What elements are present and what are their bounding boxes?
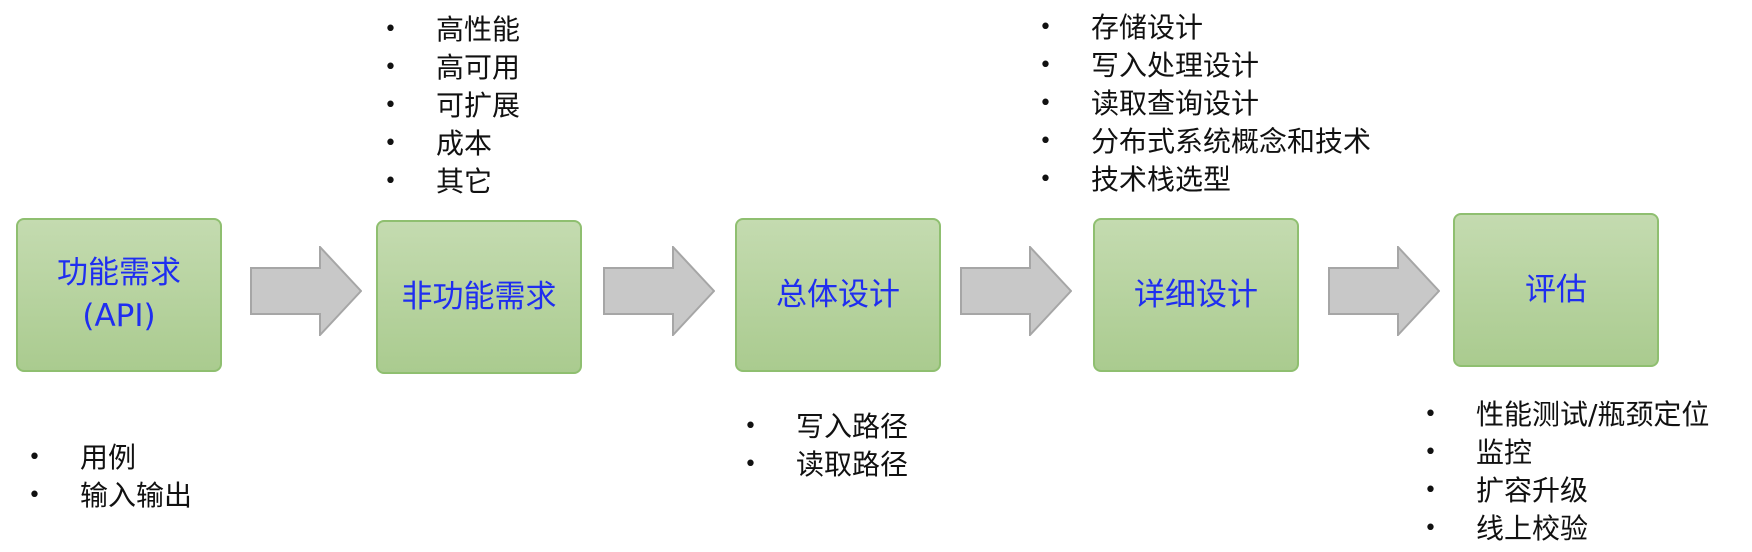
list-item: •读取路径 [742,446,908,484]
flow-arrow-3 [960,246,1072,336]
list-item: •高性能 [382,11,520,49]
stage-box-high-level-design: 总体设计 [735,218,941,372]
bullet-icon: • [1424,478,1437,503]
bullet-icon: • [28,483,41,508]
bullet-icon: • [1039,91,1052,116]
bullet-icon: • [1424,402,1437,427]
list-item: •成本 [382,125,520,163]
stage-box-non-functional-requirements: 非功能需求 [376,220,582,374]
notes-high-level-design: •写入路径 •读取路径 [742,408,908,484]
bullet-icon: • [1039,167,1052,192]
flow-arrow-4 [1328,246,1440,336]
list-item: •扩容升级 [1422,472,1709,510]
flow-arrow-1 [250,246,362,336]
bullet-icon: • [384,169,397,194]
list-item: •监控 [1422,434,1709,472]
list-item: •技术栈选型 [1037,161,1371,199]
bullet-icon: • [744,452,757,477]
list-item: •其它 [382,163,520,201]
stage-box-evaluation: 评估 [1453,213,1659,367]
list-item: •分布式系统概念和技术 [1037,123,1371,161]
stage-box-functional-requirements: 功能需求 (API) [16,218,222,372]
bullet-icon: • [744,414,757,439]
flow-arrow-2 [603,246,715,336]
bullet-icon: • [1039,15,1052,40]
bullet-icon: • [1039,129,1052,154]
bullet-icon: • [1424,516,1437,541]
list-item: •用例 [26,439,192,477]
bullet-icon: • [384,55,397,80]
list-item: •写入路径 [742,408,908,446]
notes-functional-requirements: •用例 •输入输出 [26,439,192,515]
notes-evaluation: •性能测试/瓶颈定位 •监控 •扩容升级 •线上校验 [1422,396,1709,548]
bullet-icon: • [1424,440,1437,465]
list-item: •写入处理设计 [1037,47,1371,85]
stage-box-detailed-design: 详细设计 [1093,218,1299,372]
bullet-icon: • [384,131,397,156]
bullet-icon: • [384,17,397,42]
list-item: •可扩展 [382,87,520,125]
notes-non-functional-requirements: •高性能 •高可用 •可扩展 •成本 •其它 [382,11,520,201]
notes-detailed-design: •存储设计 •写入处理设计 •读取查询设计 •分布式系统概念和技术 •技术栈选型 [1037,9,1371,199]
list-item: •输入输出 [26,477,192,515]
list-item: •读取查询设计 [1037,85,1371,123]
list-item: •线上校验 [1422,510,1709,548]
bullet-icon: • [1039,53,1052,78]
bullet-icon: • [384,93,397,118]
bullet-icon: • [28,445,41,470]
list-item: •性能测试/瓶颈定位 [1422,396,1709,434]
list-item: •存储设计 [1037,9,1371,47]
list-item: •高可用 [382,49,520,87]
